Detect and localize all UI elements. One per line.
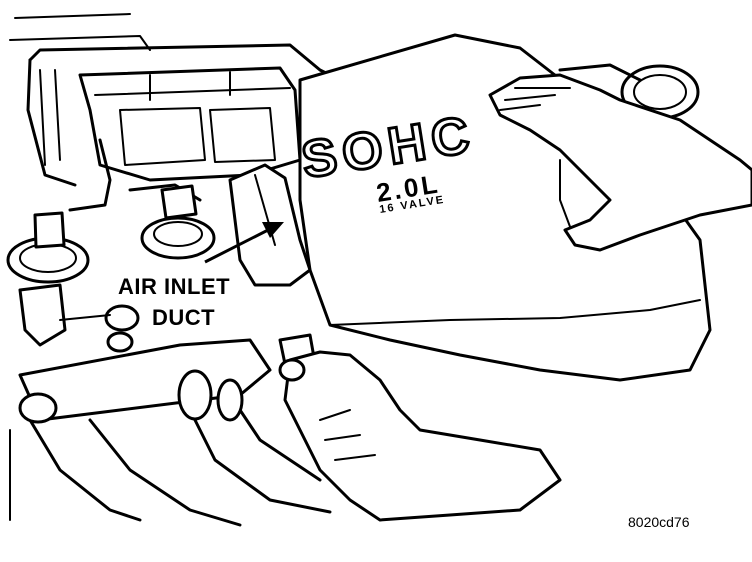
figure-id: 8020cd76 xyxy=(628,514,690,530)
valve-canisters xyxy=(6,184,216,284)
technician-hands-icon xyxy=(278,73,752,522)
arrow-pointer-icon xyxy=(204,222,284,264)
callout-label-line1: AIR INLET xyxy=(118,274,230,299)
engine-bay-outline xyxy=(9,13,342,187)
callout-label-line2: DUCT xyxy=(152,305,215,330)
intake-manifold xyxy=(9,338,332,527)
